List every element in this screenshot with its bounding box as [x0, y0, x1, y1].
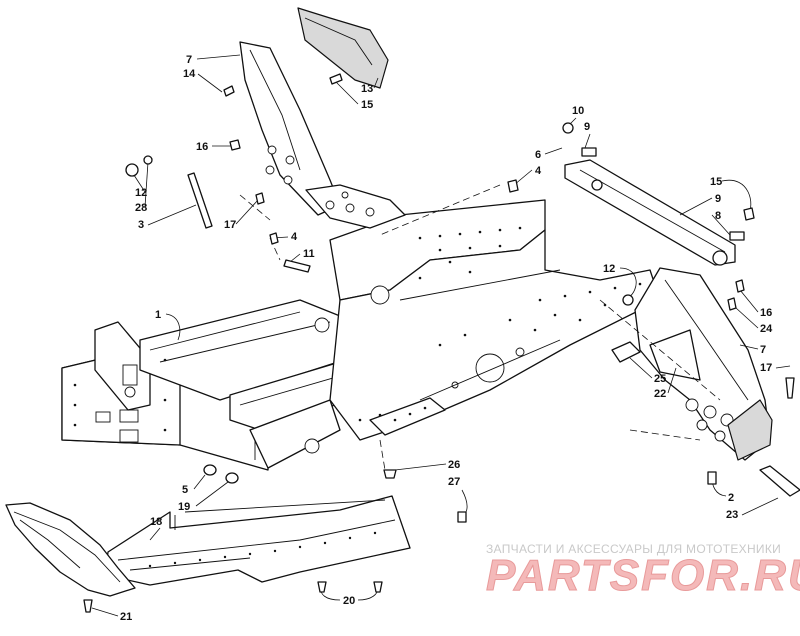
callout-26: 26 [448, 459, 460, 471]
callout-9-right: 8 [715, 210, 721, 222]
callout-7: 7 [186, 54, 192, 66]
callout-10: 10 [572, 105, 584, 117]
front-skid [5, 502, 136, 597]
callout-2: 2 [728, 492, 734, 504]
callout-23: 24 [760, 323, 773, 335]
steering-support [187, 7, 406, 229]
callout-4-right: 4 [535, 165, 542, 177]
watermark-subtitle: ЗАПЧАСТИ И АКСЕССУАРЫ ДЛЯ МОТОТЕХНИКИ [486, 542, 781, 556]
callout-25: 25 [654, 373, 666, 385]
callout-12-right: 12 [603, 263, 615, 275]
callout-5: 5 [182, 484, 188, 496]
callout-15-right: 15 [710, 176, 722, 188]
callout-22: 21 [120, 611, 132, 623]
watermark: ЗАПЧАСТИ И АКСЕССУАРЫ ДЛЯ МОТОТЕХНИКИ PA… [486, 542, 800, 601]
callout-1: 1 [155, 309, 161, 321]
callout-27: 27 [448, 476, 460, 488]
fasteners [83, 73, 795, 613]
callout-17-right: 17 [760, 362, 772, 374]
callout-12: 12 [135, 187, 147, 199]
callout-labels: 7 14 13 15 16 12 28 3 17 4 11 10 9 6 4 1… [91, 54, 791, 623]
callout-13: 13 [361, 83, 373, 95]
callout-11: 11 [303, 248, 315, 260]
callout-17: 17 [224, 219, 236, 231]
callout-6: 6 [535, 149, 541, 161]
callout-16-right: 16 [760, 307, 772, 319]
callout-19: 19 [178, 501, 190, 513]
callout-7-right: 7 [760, 344, 766, 356]
callout-9-top: 9 [584, 121, 590, 133]
callout-21: 22 [654, 388, 666, 400]
callout-28: 28 [135, 202, 147, 214]
main-frame [61, 199, 661, 484]
watermark-brand: PARTSFOR.RU [486, 551, 800, 600]
callout-16: 16 [196, 141, 208, 153]
callout-15: 15 [361, 99, 373, 111]
callout-20: 20 [343, 595, 355, 607]
callout-18: 18 [150, 516, 162, 528]
rear-side-panel [611, 267, 800, 497]
callout-4-left: 4 [291, 231, 298, 243]
callout-24: 23 [726, 509, 738, 521]
rear-bumper [562, 122, 736, 266]
callout-8: 9 [715, 193, 721, 205]
callout-3: 3 [138, 219, 144, 231]
belly-pan [104, 495, 411, 586]
callout-14: 14 [183, 68, 196, 80]
